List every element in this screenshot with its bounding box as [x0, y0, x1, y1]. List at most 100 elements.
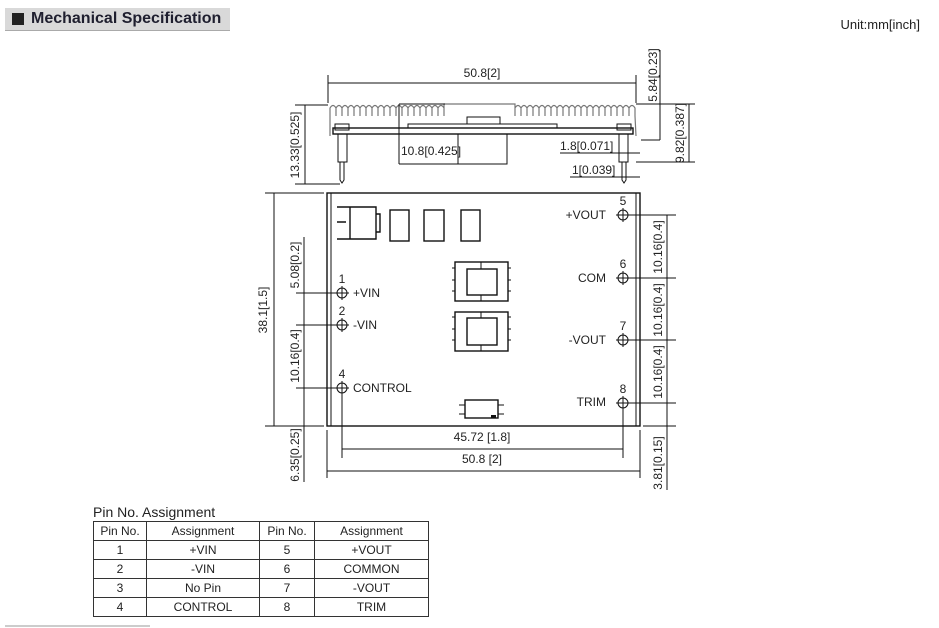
cell: TRIM	[314, 597, 429, 617]
cell: 1	[93, 540, 147, 560]
pin-label: TRIM	[577, 395, 606, 409]
transformer-1	[452, 261, 511, 302]
table-header-row: Pin No. Assignment Pin No. Assignment	[93, 521, 429, 541]
pin-number: 7	[620, 319, 627, 333]
pin-crosshair-icon	[616, 208, 630, 222]
cell: COMMON	[314, 559, 429, 579]
cell: -VIN	[146, 559, 260, 579]
module-outline	[326, 192, 641, 427]
dim-width-line	[327, 75, 637, 103]
pin-crosshair-icon	[335, 286, 349, 300]
pin-number: 5	[620, 194, 627, 208]
pin-crosshair-icon	[616, 333, 630, 347]
capacitor-3	[460, 209, 481, 242]
capacitor-1	[389, 209, 410, 242]
dim-module-height: 38.1[1.5]	[256, 287, 270, 334]
section-title: Mechanical Specification	[31, 10, 222, 27]
pin-number: 6	[620, 257, 627, 271]
cell: 8	[259, 597, 315, 617]
dim-right-pitch-2: 10.16[0.4]	[651, 283, 665, 336]
dim-width-bottom-line	[326, 430, 641, 478]
connector-component	[337, 206, 381, 240]
right-pin-header	[616, 123, 632, 131]
cell: 5	[259, 540, 315, 560]
pin-label: -VOUT	[569, 333, 607, 347]
header-cell: Pin No.	[93, 521, 147, 541]
cell: No Pin	[146, 578, 260, 598]
dim-heatsink-line	[636, 50, 695, 105]
side-view: 50.8[2] 13.33[0.525] 5.84[0.23] 9.82[0.3…	[288, 48, 695, 185]
dim-pin1-offset: 5.08[0.2]	[288, 242, 302, 289]
pcb-side	[332, 127, 634, 135]
pin-5: 5 +VOUT	[566, 194, 630, 222]
top-view: 1+VIN2-VIN4CONTROL5+VOUT6COM7-VOUT8TRIM …	[256, 192, 676, 490]
pin-assignment-table: Pin No. Assignment Pin No. Assignment 1+…	[93, 521, 429, 617]
pin-2: 2 -VIN	[335, 304, 377, 332]
dim-right-pins-line	[630, 214, 676, 490]
dim-right-pitch-1: 10.16[0.4]	[651, 220, 665, 273]
cell: +VIN	[146, 540, 260, 560]
cell: 3	[93, 578, 147, 598]
module-inner-edges	[330, 193, 637, 426]
dim-body-height-line	[636, 104, 695, 163]
dim-component-height: 10.8[0.425]	[401, 144, 461, 158]
left-pin-shoulder	[337, 133, 348, 163]
pin-crosshair-icon	[616, 271, 630, 285]
pin-crosshair-icon	[616, 396, 630, 410]
footer-divider	[5, 625, 150, 627]
dim-component-height-line	[398, 103, 458, 165]
cell: 2	[93, 559, 147, 579]
pin-number: 8	[620, 382, 627, 396]
bottom-component	[457, 133, 508, 165]
pin-crosshair-icon	[335, 318, 349, 332]
pin-label: -VIN	[353, 318, 377, 332]
dim-pin-diameter: 1[0.039]	[572, 163, 615, 177]
pin-1: 1 +VIN	[335, 272, 380, 300]
pin-label: +VIN	[353, 286, 380, 300]
cell: 7	[259, 578, 315, 598]
dim-pin-span-line	[341, 394, 624, 458]
dim-body-height: 9.82[0.387]	[673, 103, 687, 163]
transformer-2	[452, 311, 511, 352]
pin-number: 4	[339, 367, 346, 381]
cell: -VOUT	[314, 578, 429, 598]
pin-number: 1	[339, 272, 346, 286]
dim-total-height-line	[295, 104, 340, 185]
pin-label: CONTROL	[353, 381, 412, 395]
dim-pin-shoulder: 1.8[0.071]	[560, 139, 613, 153]
left-pin-header	[334, 123, 350, 131]
dim-height-line	[265, 192, 324, 427]
dim-total-height: 13.33[0.525]	[288, 112, 302, 179]
top-component-bump	[466, 116, 501, 125]
small-ic	[459, 399, 504, 419]
pin-7: 7 -VOUT	[569, 319, 630, 347]
heatsink-fins	[329, 103, 637, 137]
pin-label: COM	[578, 271, 606, 285]
pin-label: +VOUT	[566, 208, 607, 222]
dim-left-pitch: 10.16[0.4]	[288, 329, 302, 382]
pin-table-title: Pin No. Assignment	[93, 504, 216, 520]
dim-pin-span: 45.72 [1.8]	[454, 430, 511, 444]
bullet-square-icon	[12, 13, 24, 25]
pin-number: 2	[339, 304, 346, 318]
dim-heatsink-top: 5.84[0.23]	[646, 48, 660, 101]
dim-left-bottom-offset: 6.35[0.25]	[288, 428, 302, 481]
right-pin-shoulder	[618, 133, 629, 163]
cell: CONTROL	[146, 597, 260, 617]
cell: 6	[259, 559, 315, 579]
cell: +VOUT	[314, 540, 429, 560]
cell: 4	[93, 597, 147, 617]
dim-left-pins-line	[296, 237, 336, 482]
section-header: Mechanical Specification	[5, 8, 230, 31]
capacitor-2	[423, 209, 445, 242]
right-pin-tip	[621, 162, 627, 184]
left-pin-tip	[339, 162, 345, 184]
